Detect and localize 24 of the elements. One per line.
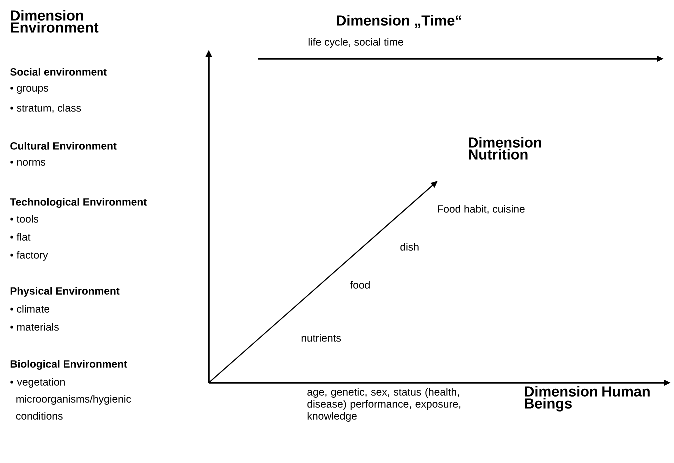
text-label: food — [350, 281, 370, 289]
text-label: • materials — [10, 323, 59, 331]
text-label: • flat — [10, 233, 31, 241]
text-label: nutrients — [302, 334, 342, 342]
text-label: • factory — [10, 251, 48, 261]
dimension-heading: Dimension Human Beings — [525, 386, 650, 412]
text-label: life cycle, social time — [308, 38, 404, 48]
section-heading: Social environment — [10, 68, 107, 76]
text-label: • climate — [10, 305, 50, 313]
text-label: • tools — [10, 215, 39, 223]
text-label: • groups — [10, 86, 48, 94]
dimension-heading: Dimension Nutrition — [469, 137, 542, 160]
section-heading: Cultural Environment — [10, 142, 117, 150]
dimension-heading: Dimension „Time“ — [337, 15, 462, 28]
text-label: Food habit, cuisine — [438, 205, 525, 214]
section-heading: Physical Environment — [10, 287, 120, 297]
list-item: • vegetation microorganisms/hygienic conditions — [10, 378, 132, 420]
section-heading: Biological Environment — [10, 360, 128, 370]
dimension-heading: Dimension Environment — [11, 10, 99, 33]
text-label: • norms — [10, 160, 46, 166]
section-heading: Technological Environment — [10, 198, 147, 208]
text-label: • stratum, class — [10, 104, 82, 114]
text-label: dish — [400, 243, 419, 251]
text-label: age, genetic, sex, status (health, disease) performance, exposure, knowledge — [308, 388, 461, 422]
